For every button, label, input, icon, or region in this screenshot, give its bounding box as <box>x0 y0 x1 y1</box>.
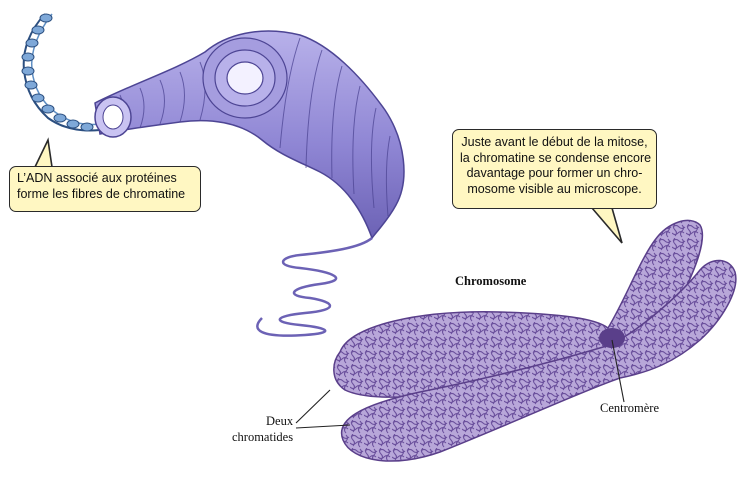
chromatids-label-line-1: Deux <box>232 413 293 429</box>
callout-dna-proteins: L’ADN associé aux protéines forme les fi… <box>9 166 201 212</box>
callout-left-line-2: forme les fibres de chromatine <box>17 187 193 203</box>
callout-right-pointer <box>592 208 622 243</box>
centromere-label: Centromère <box>600 400 659 416</box>
callout-right-line-4: mosome visible au microscope. <box>460 182 649 198</box>
chromatids-label-line-2: chromatides <box>232 429 293 445</box>
chromosome <box>334 220 736 461</box>
dna-strand <box>22 14 100 131</box>
callout-right-line-2: la chromatine se condense encore <box>460 151 649 167</box>
callout-right-line-3: davantage pour former un chro- <box>460 166 649 182</box>
centromere <box>599 328 625 348</box>
callout-mitosis: Juste avant le début de la mitose, la ch… <box>452 129 657 209</box>
callout-left-line-1: L’ADN associé aux protéines <box>17 171 193 187</box>
callout-right-line-1: Juste avant le début de la mitose, <box>460 135 649 151</box>
chromatids-label: Deux chromatides <box>232 413 293 445</box>
chromosome-label: Chromosome <box>455 273 526 289</box>
callout-left-pointer <box>35 140 52 167</box>
thin-fiber <box>257 238 372 336</box>
